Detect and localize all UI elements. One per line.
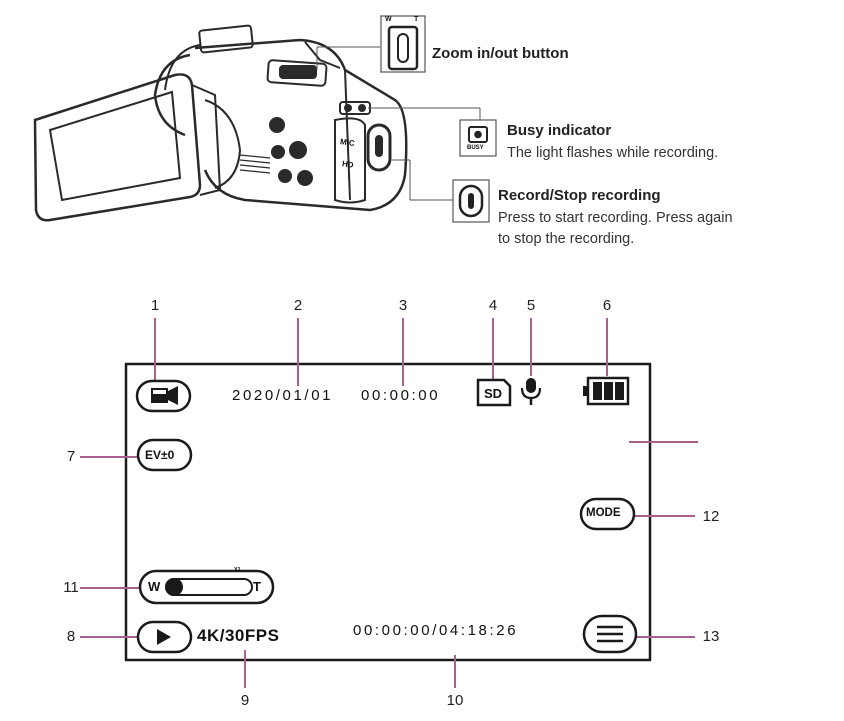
busy-icon-label: BUSY: [467, 145, 484, 151]
zoom-icon-t: T: [414, 16, 419, 23]
screen-date: 2020/01/01: [232, 387, 334, 404]
busy-callout-title: Busy indicator: [507, 122, 612, 139]
play-button-icon: [136, 620, 193, 654]
marker-10: 10: [446, 692, 464, 709]
marker-7: 7: [66, 448, 76, 465]
marker-13: 13: [702, 628, 720, 645]
marker-5: 5: [526, 297, 536, 314]
marker-9: 9: [240, 692, 250, 709]
camera-mic-label: MIC: [339, 137, 356, 148]
marker-11: 11: [63, 579, 79, 596]
zoom-button-icon: [380, 15, 426, 73]
busy-callout-desc: The light flashes while recording.: [507, 145, 719, 161]
ev-pill: [136, 438, 193, 472]
battery-icon: [583, 376, 630, 406]
ev-label: EV±0: [145, 448, 175, 462]
zoom-slider: [138, 569, 275, 605]
video-mode-icon: [135, 379, 192, 413]
screen-frame: [124, 362, 652, 662]
camera-hd-label: HD: [341, 159, 355, 170]
zoom-t-label: T: [253, 579, 261, 594]
zoom-icon-w: W: [385, 16, 392, 23]
marker-12: 12: [702, 508, 720, 525]
marker-2: 2: [293, 297, 303, 314]
busy-indicator-icon: [459, 119, 497, 157]
sd-label: SD: [484, 386, 503, 401]
resolution-label: 4K/30FPS: [197, 626, 280, 645]
mode-label: MODE: [586, 507, 621, 519]
record-callout-desc-2: to stop the recording.: [498, 231, 635, 247]
zoom-level-label: X1: [234, 567, 241, 573]
microphone-icon: [520, 378, 542, 405]
sd-card-icon: [476, 378, 512, 407]
marker-3: 3: [398, 297, 408, 314]
marker-4: 4: [488, 297, 498, 314]
camcorder-illustration: [33, 24, 408, 222]
marker-1: 1: [150, 297, 160, 314]
record-callout-title: Record/Stop recording: [498, 187, 661, 204]
record-button-icon: [452, 179, 490, 223]
zoom-w-label: W: [148, 579, 161, 594]
screen-leader-lines: [80, 318, 698, 688]
top-leader-lines: [316, 46, 481, 201]
screen-time: 00:00:00: [361, 387, 441, 404]
marker-6: 6: [602, 297, 612, 314]
mode-pill: [579, 497, 636, 531]
marker-8: 8: [66, 628, 76, 645]
timecode-label: 00:00:00/04:18:26: [353, 622, 519, 639]
record-callout-desc-1: Press to start recording. Press again: [498, 210, 733, 226]
zoom-callout-title: Zoom in/out button: [432, 45, 569, 62]
menu-icon: [582, 614, 638, 654]
